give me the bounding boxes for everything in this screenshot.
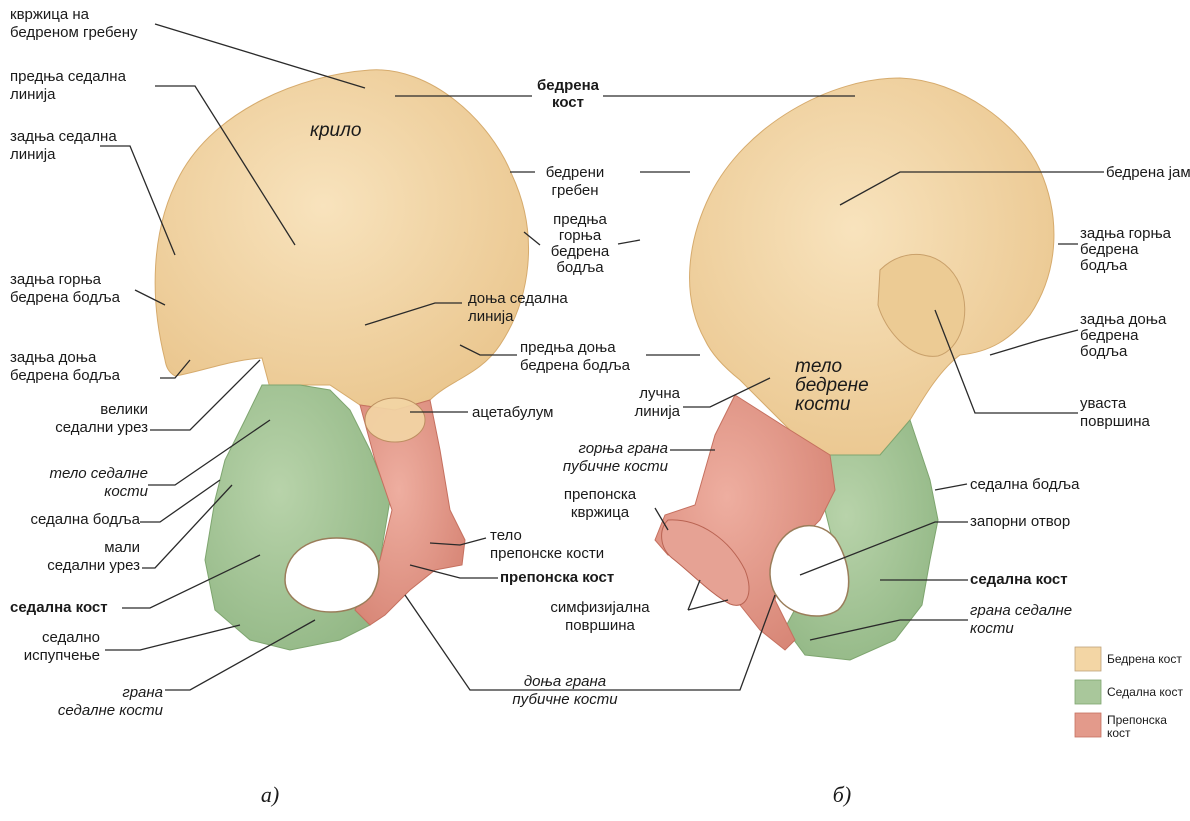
ilium-region-b: [690, 78, 1054, 455]
label-preponska-kost: препонска кост: [500, 569, 614, 586]
legend-label-ischium: Седална кост: [1107, 685, 1183, 699]
label-bedrena-jama: бедрена јама: [1106, 164, 1190, 181]
label-krilo: крило: [310, 120, 361, 141]
obturator-foramen-a: [285, 538, 379, 612]
hip-bone-lateral-view: [155, 70, 528, 650]
panel-label-b: б): [833, 782, 851, 807]
label-sedalna-kost-b: седална кост: [970, 571, 1068, 588]
label-sedalna-kost-a: седална кост: [10, 599, 108, 616]
legend-swatch-pubis: [1075, 713, 1101, 737]
label-sedalna-bodlja-a: седална бодља: [31, 511, 141, 528]
label-zaporni-otvor: запорни отвор: [970, 513, 1070, 530]
legend-swatch-ischium: [1075, 680, 1101, 704]
panel-label-a: а): [261, 782, 279, 807]
label-acetabulum: ацетабулум: [472, 404, 553, 421]
acetabulum-a: [365, 398, 425, 442]
label-sedalna-bodlja-b: седална бодља: [970, 476, 1080, 493]
legend-label-ilium: Бедрена кост: [1107, 652, 1182, 666]
legend-swatch-ilium: [1075, 647, 1101, 671]
